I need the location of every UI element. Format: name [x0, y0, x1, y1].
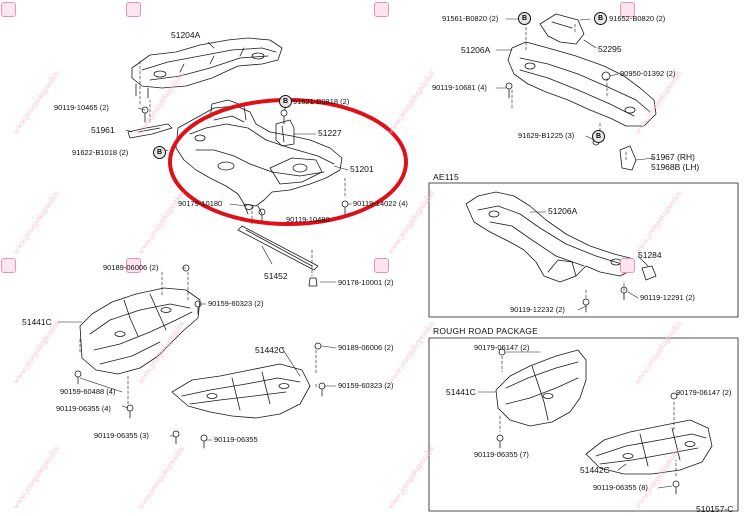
watermark-logo: [374, 258, 389, 273]
part-label: 90189-06006 (2): [103, 263, 159, 272]
undercover-51442c-rough-road-drawing: [585, 392, 713, 495]
rear-member-ae115-drawing: [465, 191, 657, 313]
part-label: 51206A: [461, 45, 491, 55]
badge-b: B: [594, 12, 607, 25]
part-label: 90119-06355: [214, 435, 258, 444]
part-label: 51961: [91, 125, 115, 135]
diagram-id: 510157-C: [696, 504, 734, 514]
part-label: 51968B (LH): [651, 162, 700, 172]
part-label: 90119-06355 (8): [593, 483, 648, 492]
part-label: 90119-10465 (2): [54, 103, 109, 112]
badge-b: B: [592, 130, 605, 143]
badge-b: B: [153, 146, 166, 159]
section-title-ae115: AE115: [433, 172, 459, 182]
watermark-logo: [126, 2, 141, 17]
part-label: 90950-01392 (2): [620, 69, 676, 78]
part-label: 90119-06355 (3): [94, 431, 149, 440]
part-label: 51452: [264, 271, 288, 281]
part-label: 90119-06355 (4): [56, 404, 111, 413]
watermark-logo: [620, 2, 635, 17]
bracket-51204a-drawing: [131, 37, 283, 99]
part-label: 90119-06355 (7): [474, 450, 529, 459]
undercover-51442c-left-drawing: [171, 363, 311, 419]
part-label: 90119-12232 (2): [510, 305, 565, 314]
part-label: 90159-60323 (2): [208, 299, 264, 308]
badge-b: B: [279, 95, 292, 108]
part-label: 90179-10180: [178, 199, 223, 208]
badge-b: B: [518, 12, 531, 25]
watermark-logo: [374, 2, 389, 17]
section-title-rough-road: ROUGH ROAD PACKAGE: [433, 326, 538, 336]
rear-member-51206a-drawing: [507, 13, 657, 171]
part-label: 51284: [638, 250, 662, 260]
part-label: 91622-B1018 (2): [72, 148, 129, 157]
part-label: 91629-B1225 (3): [518, 131, 575, 140]
part-label: 51441C: [22, 317, 52, 327]
part-label: 90159-60323 (2): [338, 381, 394, 390]
watermark-logo: [126, 258, 141, 273]
part-label: 90119-14022 (4): [353, 199, 408, 208]
part-label: 90179-06147 (2): [474, 343, 530, 352]
ae115-section-frame: [428, 182, 739, 318]
part-label: 90119-10681 (4): [432, 83, 487, 92]
bar-51452-drawing: [237, 225, 319, 287]
part-label: 91652-B0820 (2): [609, 14, 666, 23]
part-label: 90119-12291 (2): [640, 293, 695, 302]
rough-road-section-frame: [428, 337, 739, 512]
part-label: 91621-B0818 (2): [293, 97, 350, 106]
part-label: 51442C: [580, 465, 610, 475]
part-label: 51442C: [255, 345, 285, 355]
undercover-51441c-rough-road-drawing: [495, 348, 587, 449]
part-label: 51204A: [171, 30, 201, 40]
undercover-51441c-left-drawing: [79, 287, 201, 375]
part-label: 51201: [350, 164, 374, 174]
watermark-logo: [620, 258, 635, 273]
part-label: 91561-B0820 (2): [442, 14, 499, 23]
watermark-logo: [1, 258, 16, 273]
part-label: 51967 (RH): [651, 152, 695, 162]
part-label: 51206A: [548, 206, 578, 216]
part-label: 90189-06006 (2): [338, 343, 394, 352]
part-label: 90179-06147 (2): [676, 388, 732, 397]
watermark-logo: [1, 2, 16, 17]
part-label: 90178-10001 (2): [338, 278, 394, 287]
part-label: 51441C: [446, 387, 476, 397]
part-label: 52295: [598, 44, 622, 54]
crossmember-51201-drawing: [175, 99, 343, 215]
part-label: 90159-60488 (4): [60, 387, 116, 396]
part-label: 90119-10480: [286, 215, 330, 224]
bracket-51961-drawing: [127, 123, 173, 139]
part-label: 51227: [318, 128, 342, 138]
bracket-51227-drawing: [275, 119, 295, 147]
